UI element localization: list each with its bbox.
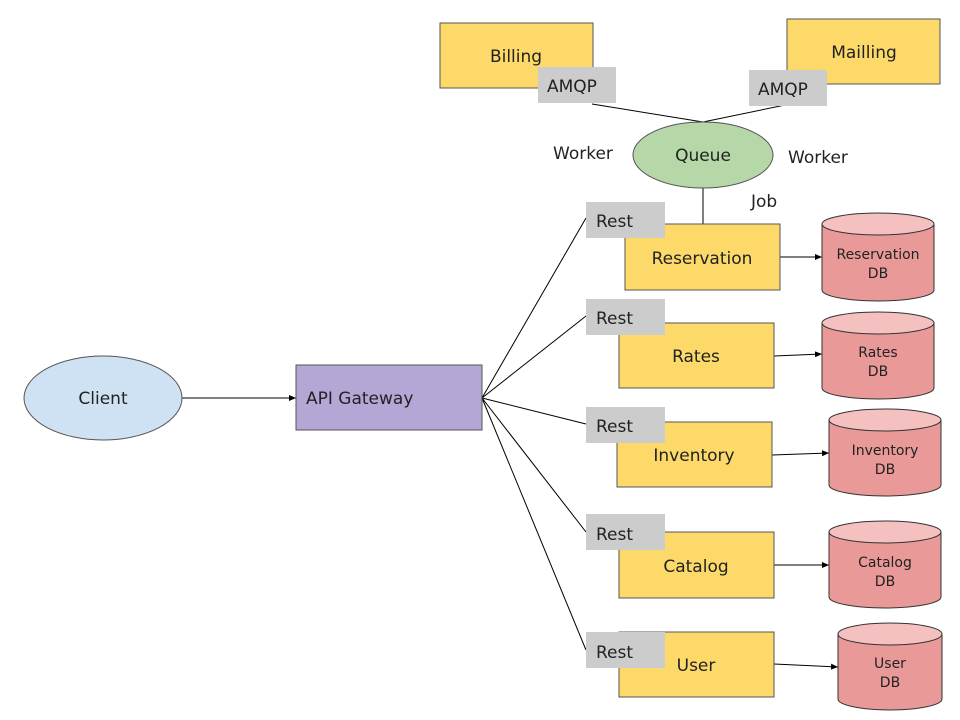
api-gateway-node: API Gateway — [295, 364, 483, 431]
inventory-db-body — [828, 420, 942, 497]
user-to-db-arrow — [773, 663, 839, 670]
billing-label: Billing — [490, 47, 542, 67]
gateway-to-catalog-line — [481, 397, 587, 533]
job-label: Job — [750, 192, 777, 212]
reservation-db-label-line1: Reservation — [836, 247, 919, 263]
catalog-service: Catalog Rest — [586, 514, 775, 599]
mailling-label: Mailling — [831, 43, 897, 63]
rates-db-body — [821, 323, 935, 400]
inventory-db-label-line1: Inventory — [852, 443, 919, 459]
client-node: Client — [23, 355, 183, 441]
catalog-db-label-line2: DB — [875, 574, 895, 590]
reservation-db-label-line2: DB — [868, 266, 888, 282]
inventory-db: Inventory DB — [828, 408, 942, 497]
inventory-label: Inventory — [653, 446, 734, 466]
worker-left-label: Worker — [553, 144, 613, 164]
queue-ellipse — [632, 121, 774, 189]
rates-rest-label: Rest — [596, 309, 633, 329]
rates-to-db-arrow — [773, 351, 823, 358]
billing-amqp-label: AMQP — [547, 77, 597, 97]
billing-amqp-tag — [538, 67, 616, 103]
queue-node: Queue — [632, 121, 774, 189]
worker-right-label: Worker — [788, 148, 848, 168]
rates-db-top — [821, 311, 935, 335]
billing-node: Billing AMQP — [439, 22, 616, 103]
catalog-db-body — [828, 532, 942, 609]
queue-to-billing-line — [591, 103, 704, 123]
reservation-label: Reservation — [652, 249, 753, 269]
reservation-service: Reservation Rest — [586, 202, 781, 291]
client-label: Client — [78, 389, 128, 409]
reservation-db-body — [821, 224, 935, 302]
queue-to-mailling-line — [702, 103, 791, 123]
queue-label: Queue — [675, 146, 731, 166]
rates-db-label-line1: Rates — [858, 345, 897, 361]
user-db-label-line2: DB — [880, 675, 900, 691]
user-db-label-line1: User — [874, 656, 906, 672]
gateway-to-rates-line — [481, 315, 587, 399]
inventory-to-db-arrow — [771, 450, 830, 457]
rates-db-label-line2: DB — [868, 364, 888, 380]
catalog-db-top — [828, 520, 942, 544]
user-db-body — [837, 634, 943, 711]
inventory-service: Inventory Rest — [586, 407, 773, 488]
gateway-to-user-line — [481, 397, 587, 651]
inventory-rest-label: Rest — [596, 417, 633, 437]
user-db-top — [837, 622, 943, 646]
catalog-label: Catalog — [663, 557, 728, 577]
catalog-rest-label: Rest — [596, 525, 633, 545]
inventory-db-top — [828, 408, 942, 432]
user-db: User DB — [837, 622, 943, 711]
reservation-rest-label: Rest — [596, 212, 633, 232]
gateway-to-reservation-line — [481, 217, 587, 399]
user-label: User — [677, 656, 716, 676]
reservation-db: Reservation DB — [821, 212, 935, 302]
rates-service: Rates Rest — [586, 299, 775, 389]
catalog-db-label-line1: Catalog — [858, 555, 912, 571]
mailling-amqp-label: AMQP — [758, 80, 808, 100]
mailling-node: Mailling AMQP — [749, 18, 941, 106]
catalog-db: Catalog DB — [828, 520, 942, 609]
client-ellipse — [23, 355, 183, 441]
user-rest-tag — [586, 632, 665, 668]
api-gateway-box — [295, 364, 483, 431]
connections — [182, 103, 839, 670]
user-service: User Rest — [586, 631, 775, 698]
rates-db: Rates DB — [821, 311, 935, 400]
catalog-rest-tag — [586, 514, 665, 550]
inventory-rest-tag — [586, 407, 665, 443]
user-rest-label: Rest — [596, 643, 633, 663]
reservation-db-top — [821, 212, 935, 236]
rates-rest-tag — [586, 299, 665, 335]
gateway-to-inventory-line — [481, 397, 587, 425]
inventory-db-label-line2: DB — [875, 462, 895, 478]
reservation-rest-tag — [586, 202, 665, 238]
rates-label: Rates — [672, 347, 720, 367]
mailling-amqp-tag — [749, 70, 827, 106]
api-gateway-label: API Gateway — [306, 389, 413, 409]
